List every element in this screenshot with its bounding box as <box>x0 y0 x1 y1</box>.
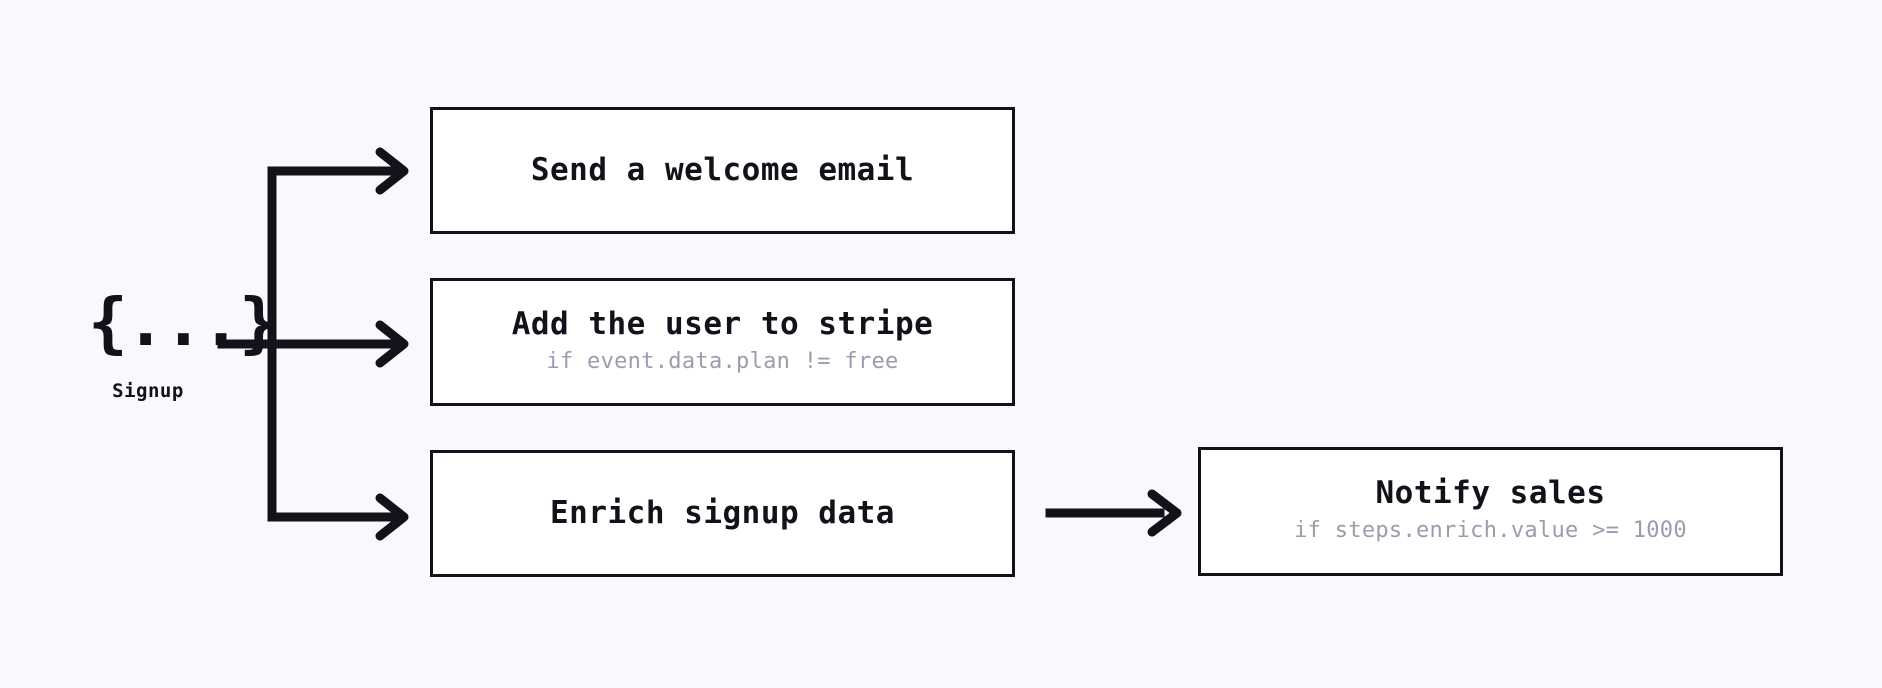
step-node-add-the-user-to-stripe[interactable]: Add the user to stripe if event.data.pla… <box>430 278 1015 406</box>
trigger-node[interactable]: {...} Signup <box>88 284 279 403</box>
trigger-label: Signup <box>112 380 184 402</box>
step-node-notify-sales[interactable]: Notify sales if steps.enrich.value >= 10… <box>1198 447 1783 576</box>
step-title: Notify sales <box>1375 475 1606 512</box>
step-title: Send a welcome email <box>530 151 915 188</box>
step-node-enrich-signup-data[interactable]: Enrich signup data <box>430 450 1015 577</box>
step-title: Add the user to stripe <box>511 305 934 342</box>
arrowhead-stripe <box>375 320 409 368</box>
step-condition: if event.data.plan != free <box>546 348 899 374</box>
json-braces-icon: {...} <box>88 284 279 361</box>
arrowhead-welcome <box>375 147 409 195</box>
arrowhead-enrich <box>375 493 409 541</box>
step-node-send-a-welcome-email[interactable]: Send a welcome email <box>430 107 1015 234</box>
arrowhead-notify <box>1147 489 1182 537</box>
step-title: Enrich signup data <box>550 494 895 531</box>
step-condition: if steps.enrich.value >= 1000 <box>1294 518 1687 544</box>
